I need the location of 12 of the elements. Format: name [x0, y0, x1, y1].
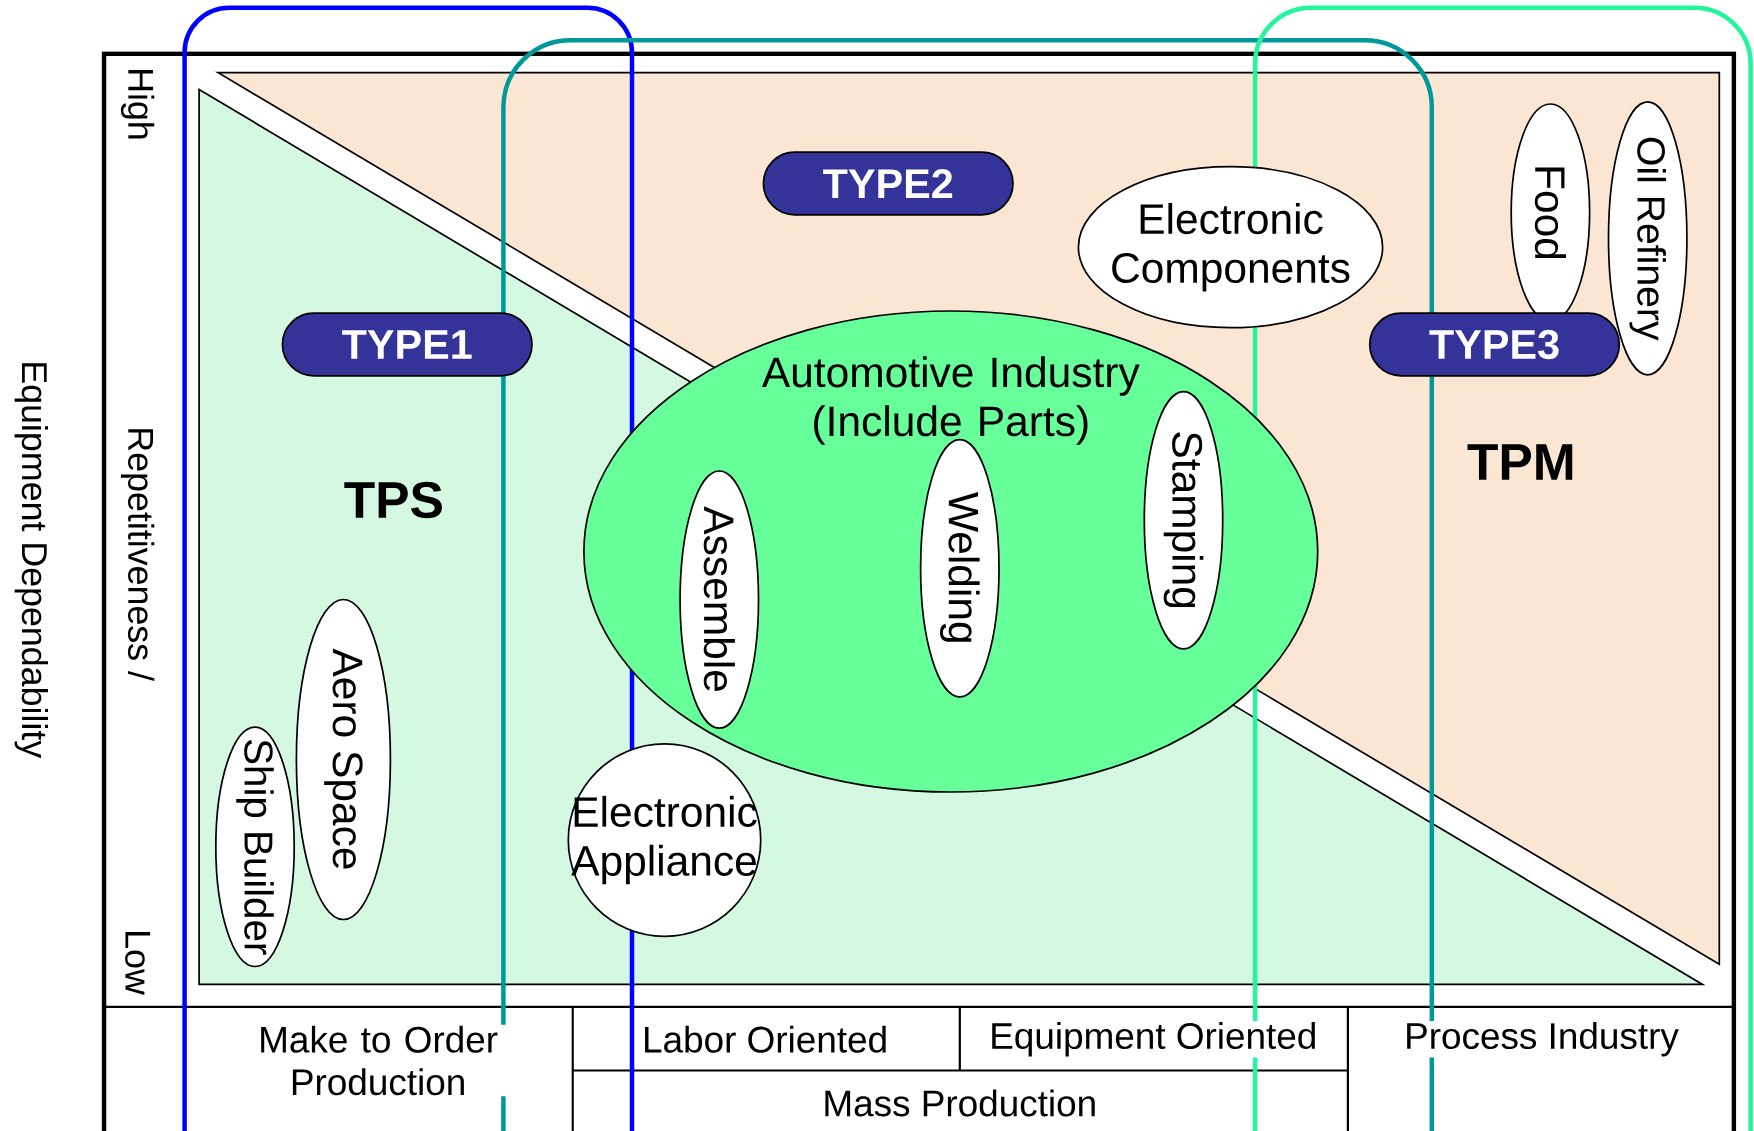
table-cell-text: Process Industry [1403, 1021, 1680, 1058]
axis-tick-label: Low [125, 932, 151, 995]
axis-tick-label: High [120, 70, 155, 139]
table-cell-text: Labor Oriented [641, 1024, 890, 1054]
table-cell-text: Mass Production [821, 1088, 1099, 1118]
axis-title: Repetitiveness / [120, 429, 155, 681]
table-cell-text: Make to Order Production [237, 1024, 519, 1097]
table-cell-text: Equipment Oriented [988, 1021, 1319, 1058]
axis-title: Equipment Dependability [14, 363, 48, 759]
type-badge: TYPE2 [762, 151, 1014, 216]
type-badge: TYPE1 [281, 312, 533, 377]
type-badge: TYPE3 [1368, 312, 1621, 377]
